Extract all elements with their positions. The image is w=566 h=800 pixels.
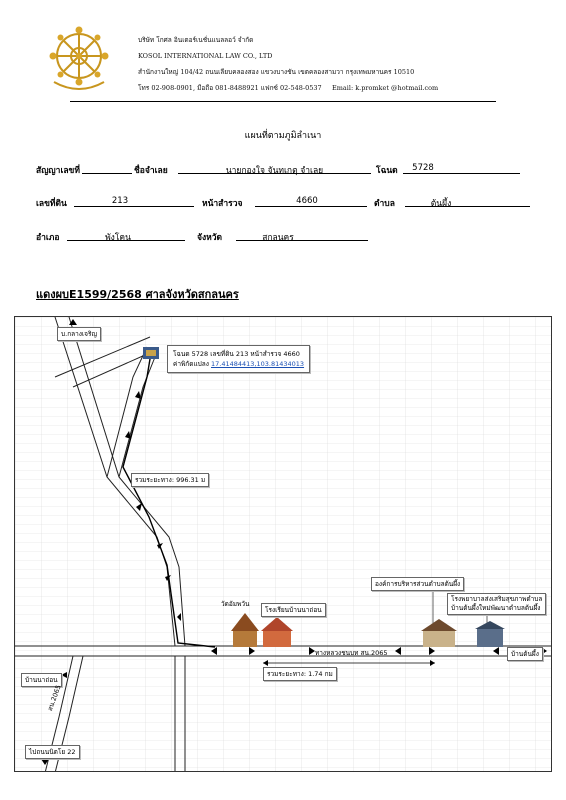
province-label: จังหวัด	[197, 233, 223, 243]
deed-underline	[403, 173, 520, 174]
subdistrict-value: ต้นผึ้ง	[430, 199, 452, 209]
route-line	[122, 352, 216, 648]
subdistrict-label: ตำบล	[374, 199, 395, 209]
header-divider	[70, 101, 496, 102]
label-ban-ton-phueng: บ้านต้นผึ้ง	[507, 647, 543, 661]
sao-label: องค์การบริหารส่วนตำบลต้นผึ้ง	[371, 577, 465, 591]
hospital-icon	[475, 621, 505, 647]
land-no-value: 213	[111, 196, 129, 206]
location-map: บ.กลางเจริญ โฉนด 5728 เลขที่ดิน 213 หน้า…	[14, 316, 552, 772]
company-email: Email: k.promket @hotmail.com	[332, 84, 439, 92]
distance-label-1: รวมระยะทาง: 996.31 ม	[131, 473, 210, 487]
map-canvas	[15, 317, 551, 771]
parcel-info-box: โฉนด 5728 เลขที่ดิน 213 หน้าสำรวจ 4660 ค…	[167, 345, 311, 373]
label-ban-klang-charoen: บ.กลางเจริญ	[57, 327, 101, 341]
district-label: อำเภอ	[36, 233, 60, 243]
survey-label: หน้าสำรวจ	[202, 199, 243, 209]
temple-icon	[231, 613, 259, 647]
temple-label: วัดอัมพวัน	[221, 600, 250, 608]
form-title: แผนที่ตามภูมิลำเนา	[244, 131, 322, 141]
deed-info: โฉนด 5728 เลขที่ดิน 213 หน้าสำรวจ 4660	[173, 350, 300, 358]
survey-underline	[255, 206, 367, 207]
sao-building-icon	[421, 619, 457, 647]
survey-value: 4660	[296, 196, 318, 206]
district-value: พังโคน	[105, 233, 131, 243]
contract-underline	[82, 173, 132, 174]
coord-link[interactable]: 17.41484413,103.81434013	[211, 360, 305, 368]
debtor-value: นายกองใจ จันทเกตุ จำเลย	[225, 166, 324, 176]
school-icon	[261, 617, 293, 647]
province-underline	[236, 240, 368, 241]
company-logo	[49, 26, 109, 90]
coord-row: ค่าพิกัดแปลง 17.41484413,103.81434013	[173, 359, 304, 369]
coord-label: ค่าพิกัดแปลง	[173, 360, 209, 368]
company-name-en: KOSOL INTERNATIONAL LAW CO., LTD	[138, 52, 273, 60]
province-value: สกลนคร	[262, 233, 294, 243]
hospital-label: โรงพยาบาลส่งเสริมสุขภาพตำบล บ้านต้นผึ้งใ…	[447, 593, 547, 615]
company-name-th: บริษัท โกศล อินเตอร์เนชั่นแนลลอว์ จำกัด	[138, 36, 254, 44]
deed-label: โฉนด	[376, 166, 398, 176]
land-no-underline	[74, 206, 194, 207]
subdistrict-underline	[405, 206, 530, 207]
map-grid	[15, 317, 551, 771]
case-title: แดงผบE1599/2568 ศาลจังหวัดสกลนคร	[36, 288, 239, 301]
company-contact: โทร 02-908-0901, มือถือ 081-8488921 แฟกซ…	[138, 84, 322, 92]
school-label: โรงเรียนบ้านนาถ่อน	[261, 603, 326, 617]
label-to-nittayo: ไปถนนนิตโย 22	[25, 745, 80, 759]
land-no-label: เลขที่ดิน	[36, 199, 67, 209]
highway-label: ทางหลวงชนบท สน.2065	[315, 649, 388, 657]
route-arrows	[125, 391, 499, 655]
label-ban-na-thon: บ้านนาถ่อน	[21, 673, 62, 687]
distance-label-2: รวมระยะทาง: 1.74 กม	[263, 667, 337, 681]
debtor-underline	[178, 173, 371, 174]
contract-label: สัญญาเลขที่	[36, 166, 80, 176]
district-underline	[67, 240, 185, 241]
hospital-line1: โรงพยาบาลส่งเสริมสุขภาพตำบล	[451, 595, 543, 603]
debtor-label: ชื่อจำเลย	[134, 166, 168, 176]
company-address: สำนักงานใหญ่ 104/42 ถนนเลียบคลองสอง แขวง…	[138, 68, 415, 76]
hospital-line2: บ้านต้นผึ้งใหม่พัฒนาตำบลต้นผึ้ง	[451, 604, 541, 612]
deed-value: 5728	[412, 163, 434, 173]
location-pin-icon	[143, 347, 159, 359]
